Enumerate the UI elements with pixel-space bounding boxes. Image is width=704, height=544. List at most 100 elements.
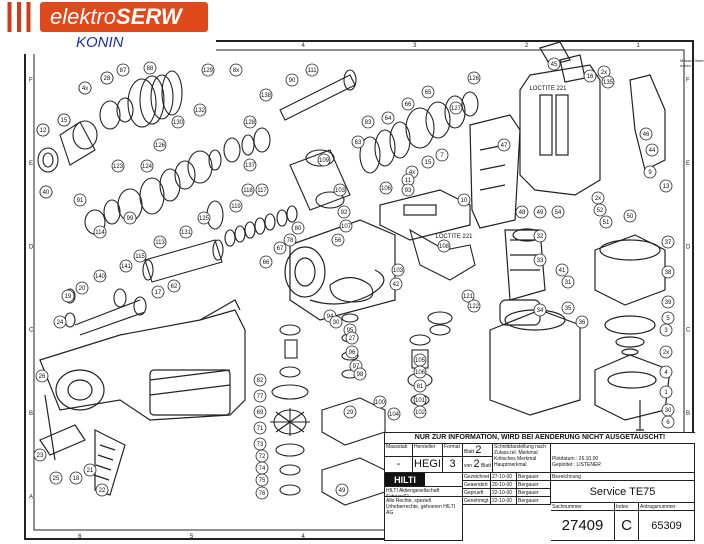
callout-label: 67 [277,246,284,252]
callout-label: 104 [389,412,400,418]
part-callout: 12 [36,123,50,137]
callout-circle [345,331,359,345]
border-column-label: 2 [525,43,529,49]
callout-label: 64 [385,116,392,122]
callout-circle [243,158,257,172]
part-callout: 50 [623,209,637,223]
logo-cell: HILTI [385,473,463,487]
part-callout: 6 [661,415,675,429]
blatt-total-cell: von 2 Blatt [463,457,493,473]
plot-info: Plotdatum : 26.10.00 Geplottet : LISTENE… [551,443,695,473]
brand-city: KONIN [76,34,124,51]
callout-label: 15 [61,118,68,124]
border-row-label: E [29,161,33,167]
part-callout: 2x [597,65,611,79]
part-callout: 1 [659,385,673,399]
callout-label: 30 [333,320,340,326]
callout-label: 126 [469,76,480,82]
callout-circle [229,63,243,77]
part-callout: 56 [331,233,345,247]
signature-label: Genehmigt [463,497,491,505]
callout-circle [593,203,607,217]
callout-label: 39 [665,300,672,306]
callout-circle [659,179,673,193]
part-callout: 92 [337,205,351,219]
callout-circle [661,235,675,249]
callout-circle [35,369,49,383]
callout-circle [381,111,395,125]
callout-circle [659,345,673,359]
blatt-of: von [464,463,473,469]
callout-label: 121 [463,294,474,300]
callout-label: 108 [439,244,450,250]
logo-badge: elektroSERW [40,2,208,32]
callout-circle [449,101,463,115]
callout-label: 41 [559,268,566,274]
part-callout: 114 [93,225,107,239]
callout-label: 113 [155,240,165,246]
callout-label: 66 [263,260,270,266]
part-callout: 77 [253,389,267,403]
callout-label: 13 [663,184,670,190]
callout-circle [421,155,435,169]
border-row-label: A [29,494,33,500]
callout-circle [201,63,215,77]
part-callout: 65 [421,85,435,99]
callout-circle [335,483,349,497]
projection-symbol-row [552,444,693,456]
border-row-label: B [686,411,690,417]
part-callout: 51 [599,215,613,229]
callout-circle [643,165,657,179]
company-name: HILTI Aktiengesellschaft Schaan/FL [385,487,463,497]
title-block: NUR ZUR INFORMATION, WIRD BEI AENDERUNG … [384,432,695,541]
part-callout: 123 [111,159,125,173]
callout-circle [285,73,299,87]
part-callout: 49 [335,483,349,497]
callout-label: 66 [405,102,412,108]
part-callout: 66 [259,255,273,269]
callout-label: 4x [82,86,88,92]
callout-circle [575,315,589,329]
callout-label: 40 [43,190,50,196]
callout-label: 52 [597,208,604,214]
part-callout: 119 [229,199,243,213]
brand-prefix: elektro [50,4,117,29]
part-callout: 80 [291,221,305,235]
callout-circle [317,153,331,167]
callout-circle [645,143,659,157]
border-row-label: C [29,328,34,334]
callout-circle [661,295,675,309]
callout-circle [599,215,613,229]
part-callout: 67 [273,241,287,255]
callout-label: 26 [39,374,46,380]
callout-label: 141 [121,264,132,270]
callout-label: 37 [665,240,672,246]
callout-label: 140 [95,274,106,280]
callout-label: 76 [259,491,266,497]
massstab-value: - [385,457,413,473]
brand-suffix: SERW [116,4,182,29]
callout-label: 31 [565,280,572,286]
callout-label: 54 [555,210,562,216]
format-value: 3 [443,457,463,473]
callout-label: 130 [173,120,184,126]
callout-circle [515,205,529,219]
part-callout: 15 [57,113,71,127]
callout-circle [373,395,387,409]
part-callout: 104 [387,407,401,421]
callout-circle [353,367,367,381]
part-callout: 2x [659,345,673,359]
callout-circle [255,183,269,197]
signature-name: Bergauer Elke [517,473,551,481]
callout-label: 22 [99,488,106,494]
signature-name: Bergauer Elke [517,481,551,489]
callout-label: 63 [355,140,362,146]
callout-label: 35 [565,306,572,312]
part-callout: 72 [255,449,269,463]
callout-label: 49 [339,488,346,494]
part-callout: 64 [381,111,395,125]
blatt-label: Blatt [464,449,475,455]
callout-circle [661,415,675,429]
border-column-label: 5 [190,534,194,540]
callout-circle [75,281,89,295]
